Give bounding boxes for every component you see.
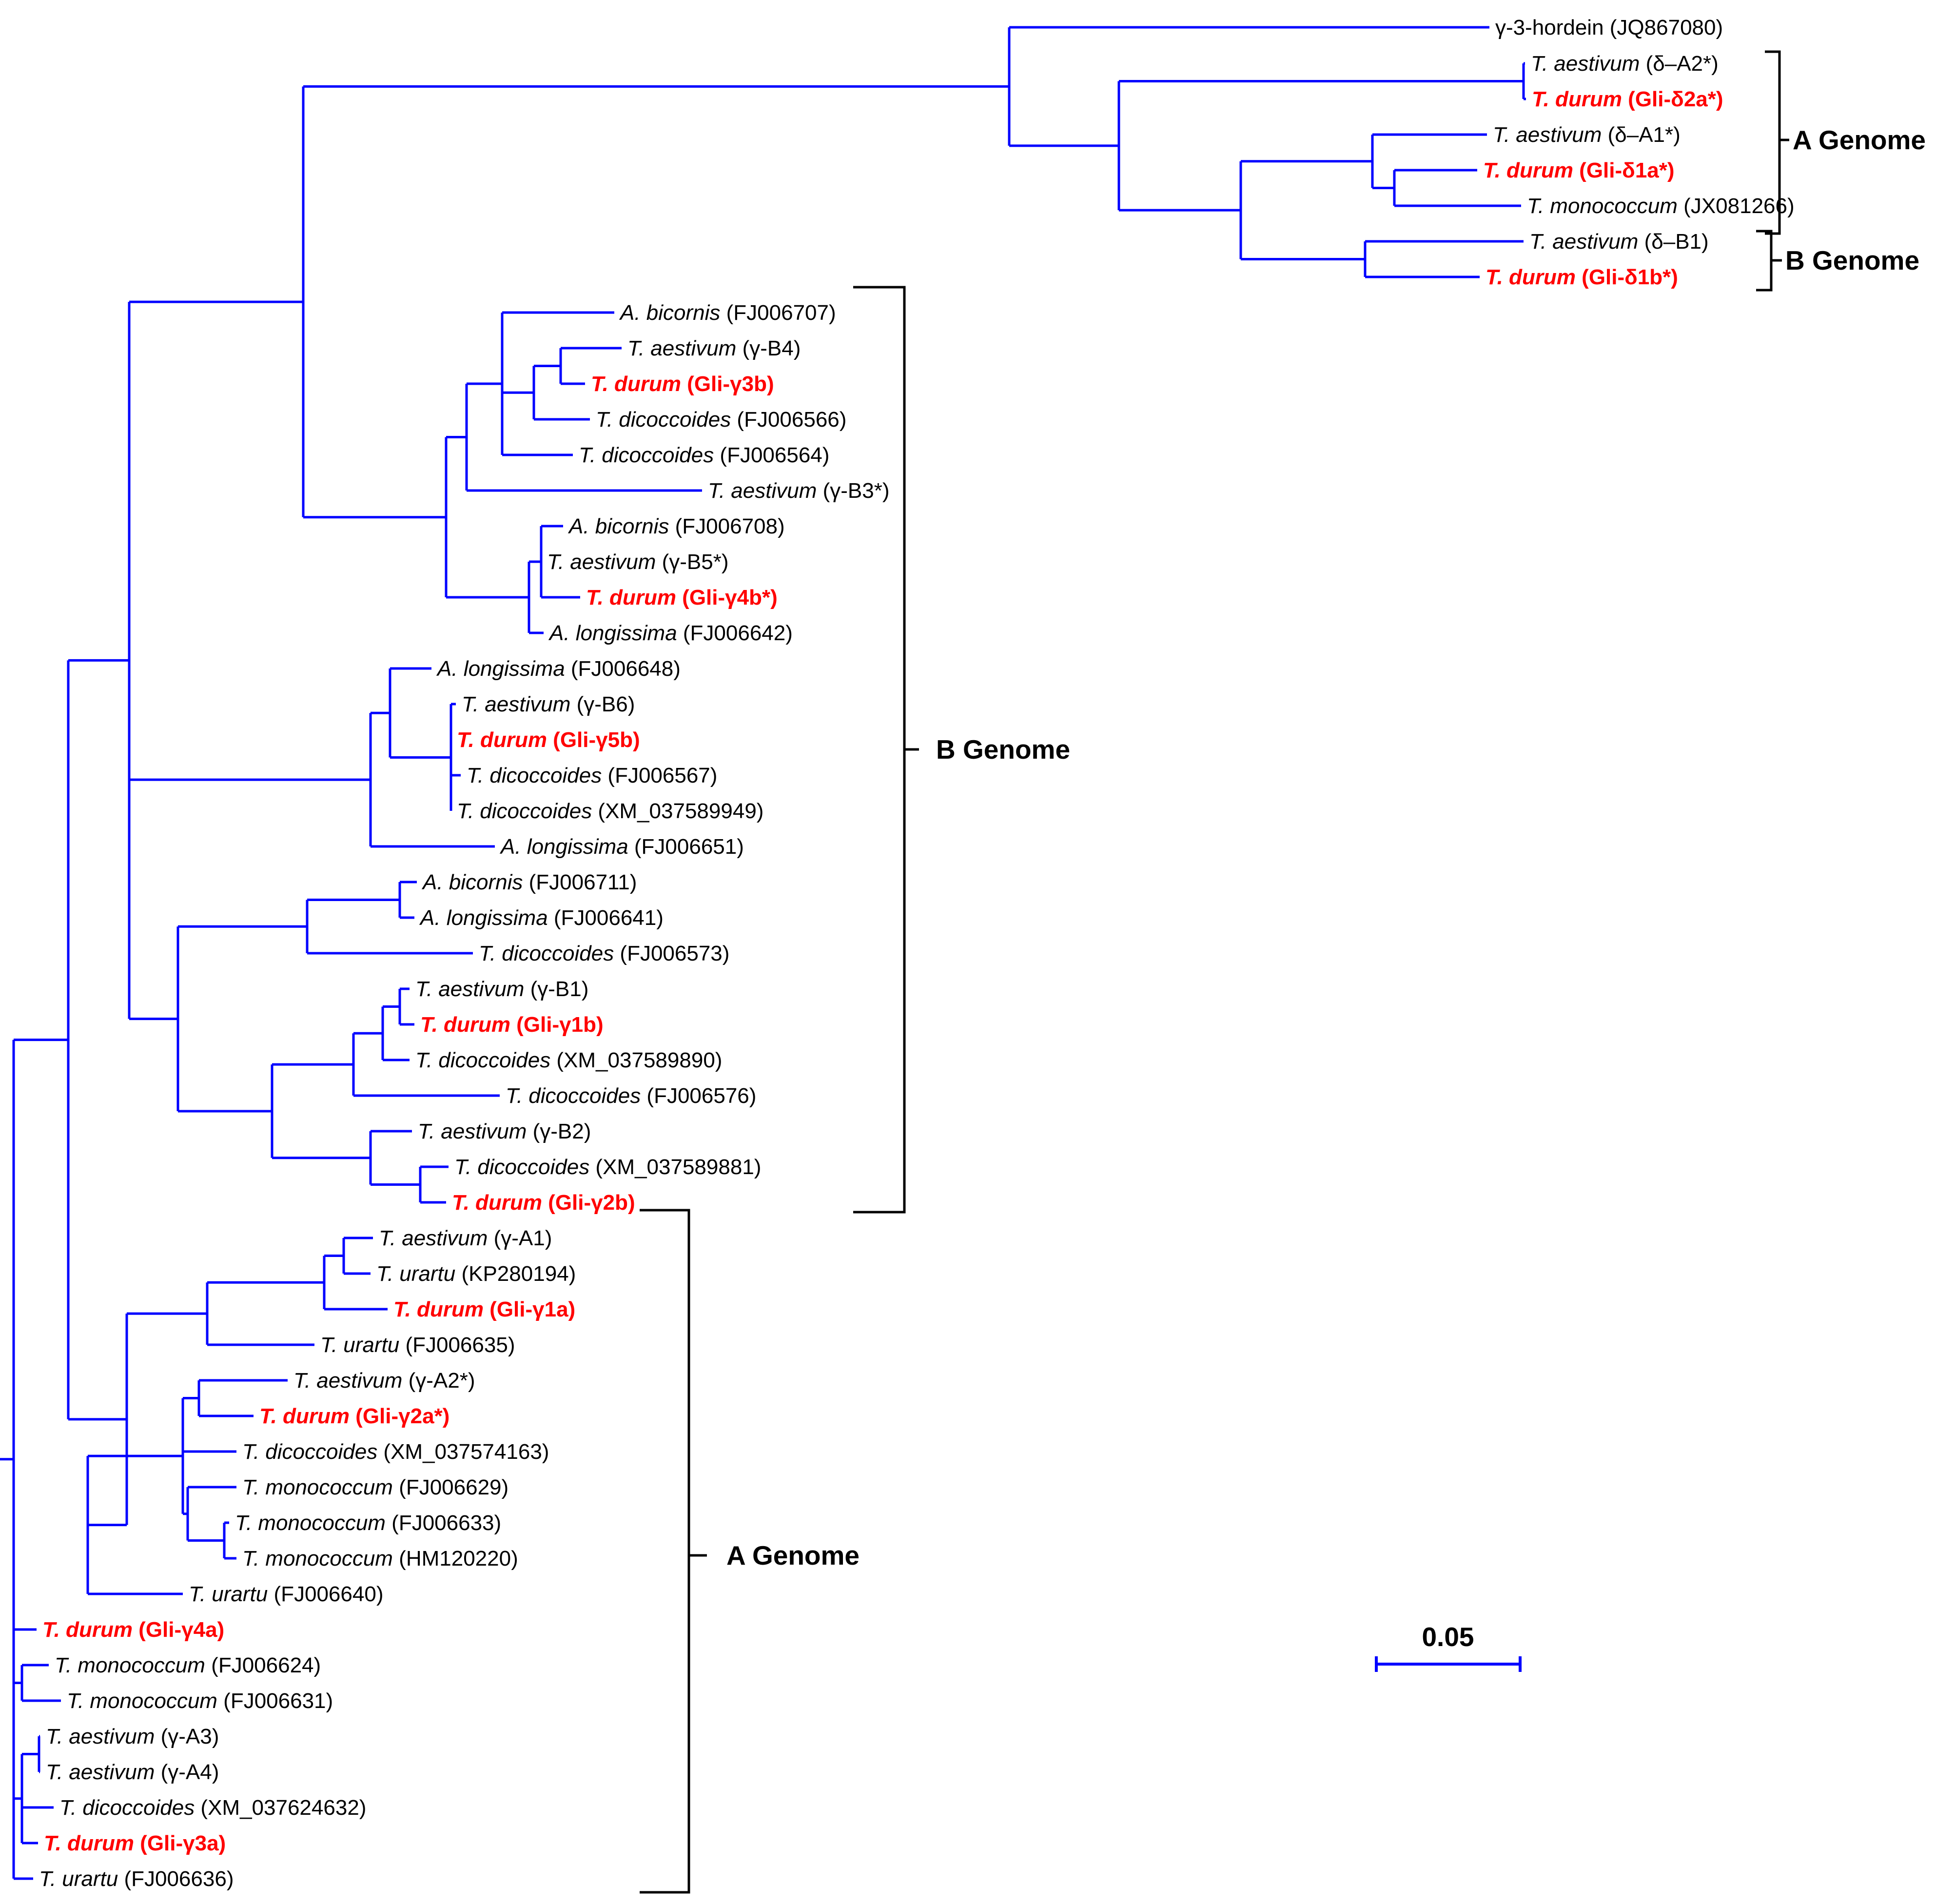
leaf-label-abic-711: A. bicornis (FJ006711) [421, 870, 637, 894]
upper-b-genome-bracket [1756, 230, 1782, 292]
leaf-labels: γ-3-hordein (JQ867080) T. aestivum (δ–A2*… [39, 16, 1795, 1891]
leaf-label-dic-xm881: T. dicoccoides (XM_037589881) [454, 1155, 761, 1179]
upper-a-genome-group: A Genome [1765, 50, 1926, 235]
leaf-label-abic-708: A. bicornis (FJ006708) [567, 514, 785, 538]
scale-bar-line [1375, 1656, 1522, 1672]
leaf-label-g-b2-aest: T. aestivum (γ-B2) [418, 1119, 591, 1143]
leaf-label-d-a1-aest: T. aestivum (δ–A1*) [1493, 123, 1681, 147]
leaf-label-dic-xm163: T. dicoccoides (XM_037574163) [242, 1440, 549, 1464]
upper-b-genome-label: B Genome [1785, 245, 1919, 275]
leaf-label-d-mono: T. monococcum (JX081266) [1527, 194, 1795, 218]
leaf-label-g-a1-aest: T. aestivum (γ-A1) [379, 1226, 552, 1250]
leaf-label-d-2a-durum: T. durum (Gli-δ2a*) [1532, 87, 1723, 111]
leaf-label-ura-635: T. urartu (FJ006635) [320, 1333, 515, 1357]
leaf-label-ura-kp194: T. urartu (KP280194) [376, 1262, 576, 1286]
gamma-b-genome-bracket [853, 286, 919, 1214]
leaf-label-g-b5-aest: T. aestivum (γ-B5*) [547, 550, 728, 574]
scale-bar: 0.05 [1375, 1622, 1522, 1672]
leaf-label-g-b3-aest: T. aestivum (γ-B3*) [708, 479, 889, 503]
leaf-label-d-b1-aest: T. aestivum (δ–B1) [1529, 230, 1709, 254]
leaf-label-alon-648: A. longissima (FJ006648) [436, 657, 681, 681]
leaf-label-mono-631: T. monococcum (FJ006631) [67, 1689, 333, 1713]
leaf-label-hordein: γ-3-hordein (JQ867080) [1495, 16, 1723, 39]
leaf-label-g-1b-durum: T. durum (Gli-γ1b) [420, 1013, 604, 1037]
leaf-label-d-1a-durum: T. durum (Gli-δ1a*) [1483, 158, 1675, 182]
leaf-label-dic-xm949: T. dicoccoides (XM_037589949) [457, 799, 763, 823]
leaf-label-mono-633: T. monococcum (FJ006633) [235, 1511, 501, 1535]
leaf-label-dic-566: T. dicoccoides (FJ006566) [596, 408, 846, 432]
leaf-label-g-3b-durum: T. durum (Gli-γ3b) [591, 372, 774, 396]
leaf-label-dic-xm632: T. dicoccoides (XM_037624632) [59, 1796, 366, 1820]
leaf-label-alon-641: A. longissima (FJ006641) [419, 906, 664, 930]
leaf-label-dic-xm890: T. dicoccoides (XM_037589890) [415, 1048, 722, 1072]
gamma-a-genome-label: A Genome [726, 1540, 860, 1570]
leaf-label-g-a2-aest: T. aestivum (γ-A2*) [293, 1369, 475, 1393]
gamma-a-genome-group: A Genome [640, 1209, 860, 1894]
leaf-label-g-4a-durum: T. durum (Gli-γ4a) [42, 1618, 224, 1642]
leaf-label-g-b1-aest: T. aestivum (γ-B1) [415, 977, 588, 1001]
leaf-label-dic-567: T. dicoccoides (FJ006567) [467, 764, 717, 787]
gamma-a-genome-bracket [640, 1209, 707, 1894]
leaf-label-g-2b-durum: T. durum (Gli-γ2b) [452, 1191, 635, 1215]
leaf-label-dic-576: T. dicoccoides (FJ006576) [506, 1084, 756, 1108]
leaf-label-mono-hm220: T. monococcum (HM120220) [242, 1547, 518, 1570]
upper-b-genome-group: B Genome [1756, 230, 1919, 292]
leaf-label-abic-707: A. bicornis (FJ006707) [619, 301, 836, 325]
leaf-label-g-b4-aest: T. aestivum (γ-B4) [627, 336, 801, 360]
leaf-label-alon-642: A. longissima (FJ006642) [548, 621, 793, 645]
leaf-label-ura-640: T. urartu (FJ006640) [189, 1582, 383, 1606]
leaf-label-g-4b-durum: T. durum (Gli-γ4b*) [586, 586, 778, 609]
leaf-label-g-1a-durum: T. durum (Gli-γ1a) [393, 1297, 575, 1321]
leaf-label-g-a4-aest: T. aestivum (γ-A4) [46, 1760, 219, 1784]
gamma-b-genome-group: B Genome [853, 286, 1070, 1214]
scale-bar-label: 0.05 [1422, 1622, 1474, 1652]
leaf-label-mono-624: T. monococcum (FJ006624) [55, 1653, 321, 1677]
leaf-label-d-a2-aest: T. aestivum (δ–A2*) [1531, 52, 1719, 76]
leaf-label-d-1b-durum: T. durum (Gli-δ1b*) [1486, 265, 1678, 289]
gamma-b-genome-label: B Genome [936, 734, 1070, 765]
leaf-label-g-5b-durum: T. durum (Gli-γ5b) [457, 728, 640, 752]
upper-a-genome-label: A Genome [1793, 125, 1926, 155]
leaf-label-g-a3-aest: T. aestivum (γ-A3) [46, 1725, 219, 1748]
leaf-label-mono-629: T. monococcum (FJ006629) [242, 1475, 508, 1499]
leaf-label-dic-564: T. dicoccoides (FJ006564) [579, 443, 829, 467]
leaf-label-ura-636: T. urartu (FJ006636) [39, 1867, 234, 1891]
leaf-label-dic-573: T. dicoccoides (FJ006573) [479, 942, 729, 965]
leaf-label-alon-651: A. longissima (FJ006651) [499, 835, 744, 859]
leaf-label-g-2a-durum: T. durum (Gli-γ2a*) [259, 1404, 450, 1428]
leaf-label-g-3a-durum: T. durum (Gli-γ3a) [44, 1831, 226, 1855]
leaf-label-g-b6-aest: T. aestivum (γ-B6) [462, 692, 635, 716]
tree-branches [0, 26, 1526, 1880]
